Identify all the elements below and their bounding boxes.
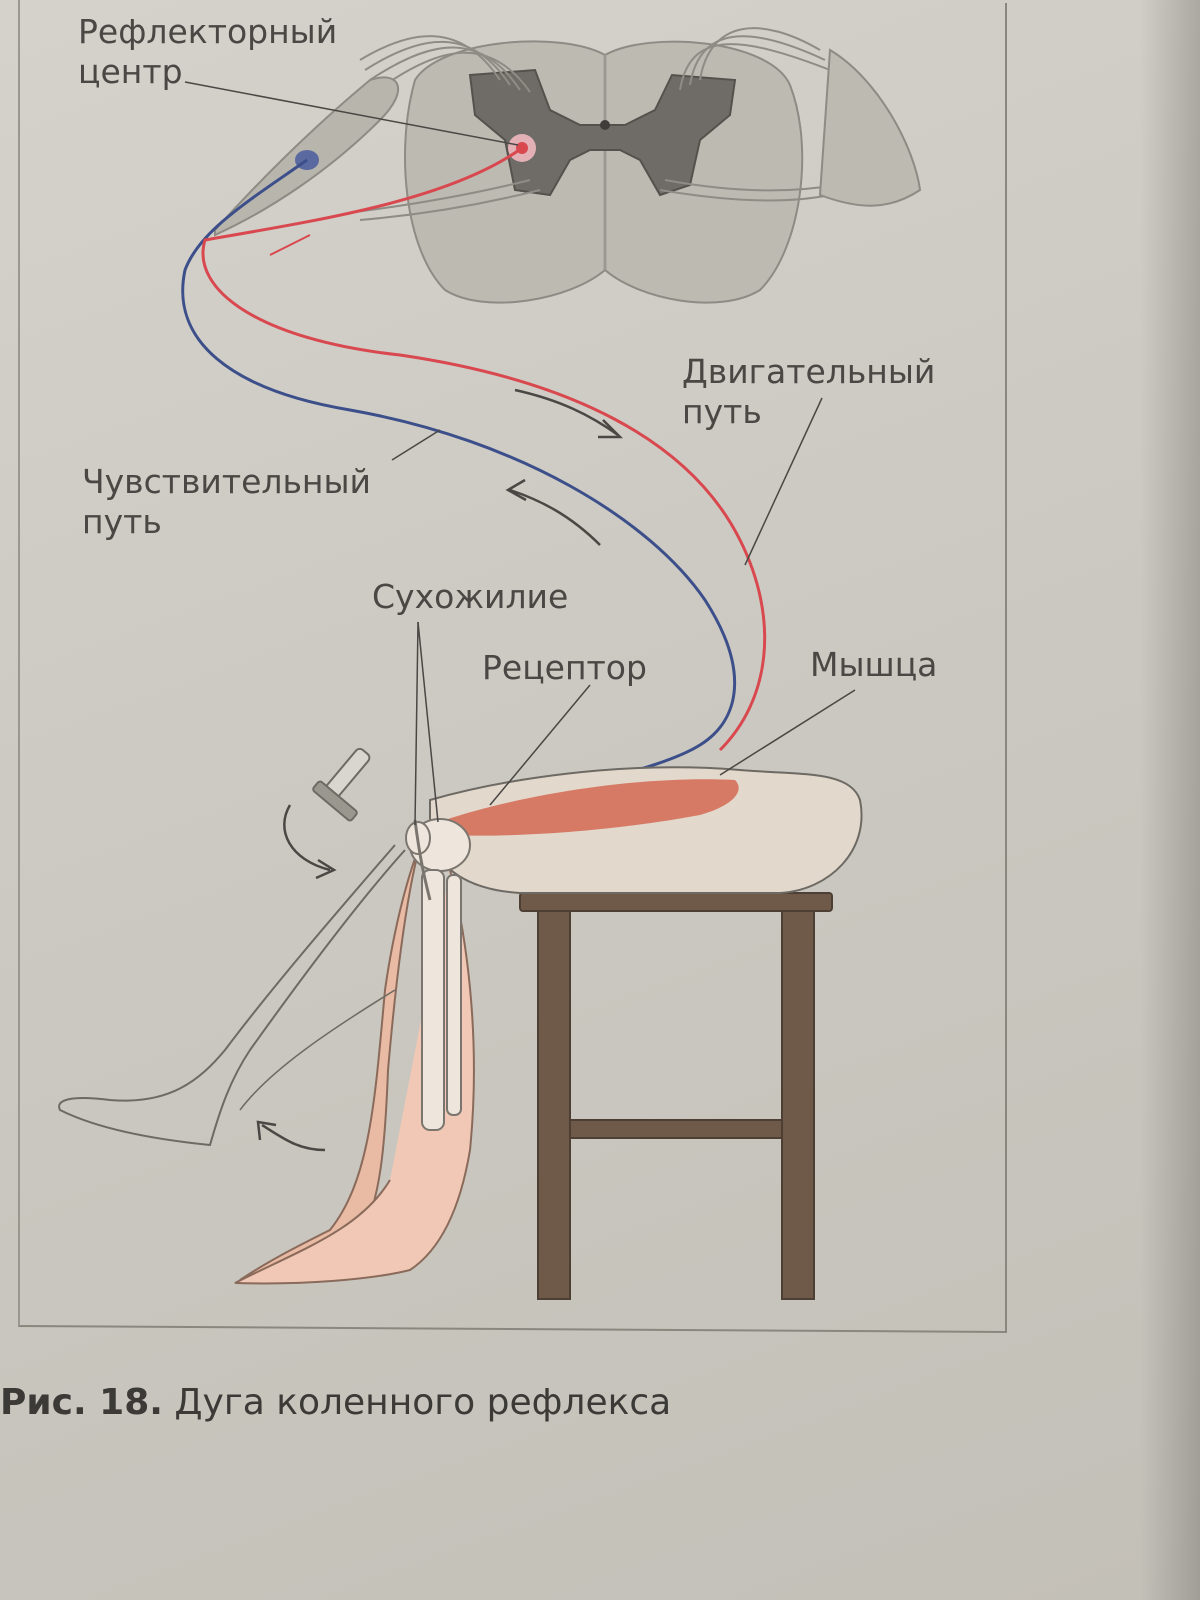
label-reflex-center: Рефлекторный центр <box>78 12 337 92</box>
reflex-hammer <box>312 747 371 822</box>
spinal-cord <box>404 40 804 304</box>
leg-swing-arrow <box>256 1120 326 1152</box>
figure-title: Дуга коленного рефлекса <box>174 1382 672 1423</box>
label-sensory-path-line1: Чувствительный <box>82 462 372 501</box>
label-motor-path: Двигательный путь <box>682 352 935 432</box>
quadriceps-muscle <box>445 779 739 836</box>
motor-path-line <box>201 146 767 752</box>
label-tendon: Сухожилие <box>372 577 569 616</box>
nerve-roots <box>354 27 836 221</box>
sensory-path-line <box>181 158 737 807</box>
kicked-leg-outline <box>58 844 406 1147</box>
sensory-direction-arrow <box>505 478 601 546</box>
leader-lines <box>184 81 856 826</box>
label-reflex-center-line1: Рефлекторный <box>78 12 338 51</box>
figure-number: Рис. 18. <box>0 1382 163 1423</box>
tendon-line <box>413 819 432 901</box>
stool <box>519 892 833 1300</box>
label-sensory-path-line2: путь <box>82 502 162 541</box>
motor-direction-arrow <box>514 388 624 439</box>
label-motor-path-line2: путь <box>682 392 762 431</box>
label-muscle: Мышца <box>810 645 938 684</box>
label-sensory-path: Чувствительный путь <box>82 462 371 542</box>
hammer-swing-arrow <box>283 804 337 880</box>
label-receptor: Рецептор <box>482 648 647 687</box>
label-reflex-center-line2: центр <box>78 52 183 91</box>
page-shadow <box>1140 0 1200 1600</box>
figure-caption: Рис. 18. Дуга коленного рефлекса <box>0 1382 671 1423</box>
label-motor-path-line1: Двигательный <box>682 352 936 391</box>
